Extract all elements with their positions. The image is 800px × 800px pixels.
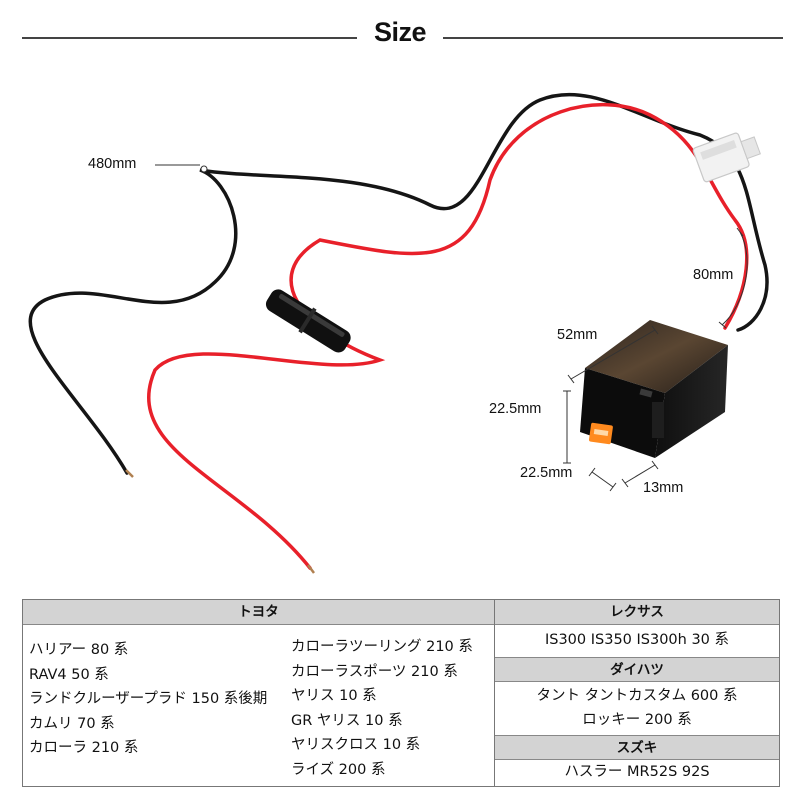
compatibility-table: トヨタ ハリアー 80 系 RAV4 50 系 ランドクルーザープラド 150 … — [22, 599, 780, 787]
dimension-lines — [155, 164, 748, 492]
list-item: ロッキー 200 系 — [582, 712, 692, 728]
page-title: Size — [373, 17, 427, 47]
list-item: IS300 IS350 IS300h 30 系 — [544, 632, 730, 648]
dim-thickness: 13mm — [643, 480, 684, 496]
list-item: カローラスポーツ 210 系 — [291, 663, 458, 680]
toyota-models-list-2: カローラツーリング 210 系 カローラスポーツ 210 系 ヤリス 10 系 … — [291, 635, 473, 782]
wiring-illustration — [28, 92, 769, 574]
usb-port-inner — [593, 429, 609, 436]
lexus-models-list: IS300 IS350 IS300h 30 系 — [495, 628, 779, 652]
list-item: カローラツーリング 210 系 — [291, 639, 473, 655]
dim-height: 22.5mm — [489, 401, 542, 417]
usb-box-top — [585, 320, 728, 393]
black-wire-tip — [125, 469, 134, 478]
toyota-column: トヨタ ハリアー 80 系 RAV4 50 系 ランドクルーザープラド 150 … — [23, 600, 495, 786]
usb-box-clip — [652, 402, 664, 438]
lexus-header: レクサス — [495, 600, 779, 625]
suzuki-header: スズキ — [495, 735, 779, 760]
dim-width: 52mm — [557, 327, 598, 343]
usb-box-latch — [639, 388, 653, 398]
header-rule-right — [443, 37, 783, 39]
list-item: ライズ 200 系 — [291, 761, 386, 778]
list-item: カムリ 70 系 — [29, 715, 115, 732]
list-item: ハスラー MR52S 92S — [564, 764, 710, 780]
daihatsu-models-list: タント タントカスタム 600 系 ロッキー 200 系 — [495, 684, 779, 732]
header-rule-left — [22, 37, 357, 39]
dim-cable-length: 480mm — [88, 156, 137, 172]
daihatsu-header: ダイハツ — [495, 657, 779, 682]
wire-connector — [692, 132, 761, 183]
dim-depth: 22.5mm — [520, 465, 573, 481]
list-item: ヤリス 10 系 — [291, 688, 377, 704]
usb-box-side — [655, 345, 728, 458]
toyota-models-list-1: ハリアー 80 系 RAV4 50 系 ランドクルーザープラド 150 系後期 … — [29, 638, 267, 761]
list-item: カローラ 210 系 — [29, 740, 139, 756]
list-item: ハリアー 80 系 — [29, 642, 129, 658]
list-item: ヤリスクロス 10 系 — [291, 737, 421, 753]
product-diagram: 480mm 80mm 52mm 22.5mm 22.5mm 13mm — [0, 60, 800, 590]
other-makers-column: レクサス IS300 IS350 IS300h 30 系 ダイハツ タント タン… — [495, 600, 779, 786]
suzuki-models-list: ハスラー MR52S 92S — [495, 760, 779, 784]
toyota-header: トヨタ — [23, 600, 494, 625]
red-wire-tip — [307, 564, 315, 574]
list-item: タント タントカスタム 600 系 — [536, 688, 738, 704]
dim-lead-length: 80mm — [693, 267, 734, 283]
list-item: ランドクルーザープラド 150 系後期 — [29, 691, 268, 707]
fuse-holder — [265, 289, 351, 353]
list-item: GR ヤリス 10 系 — [291, 712, 403, 729]
list-item: RAV4 50 系 — [29, 666, 109, 683]
